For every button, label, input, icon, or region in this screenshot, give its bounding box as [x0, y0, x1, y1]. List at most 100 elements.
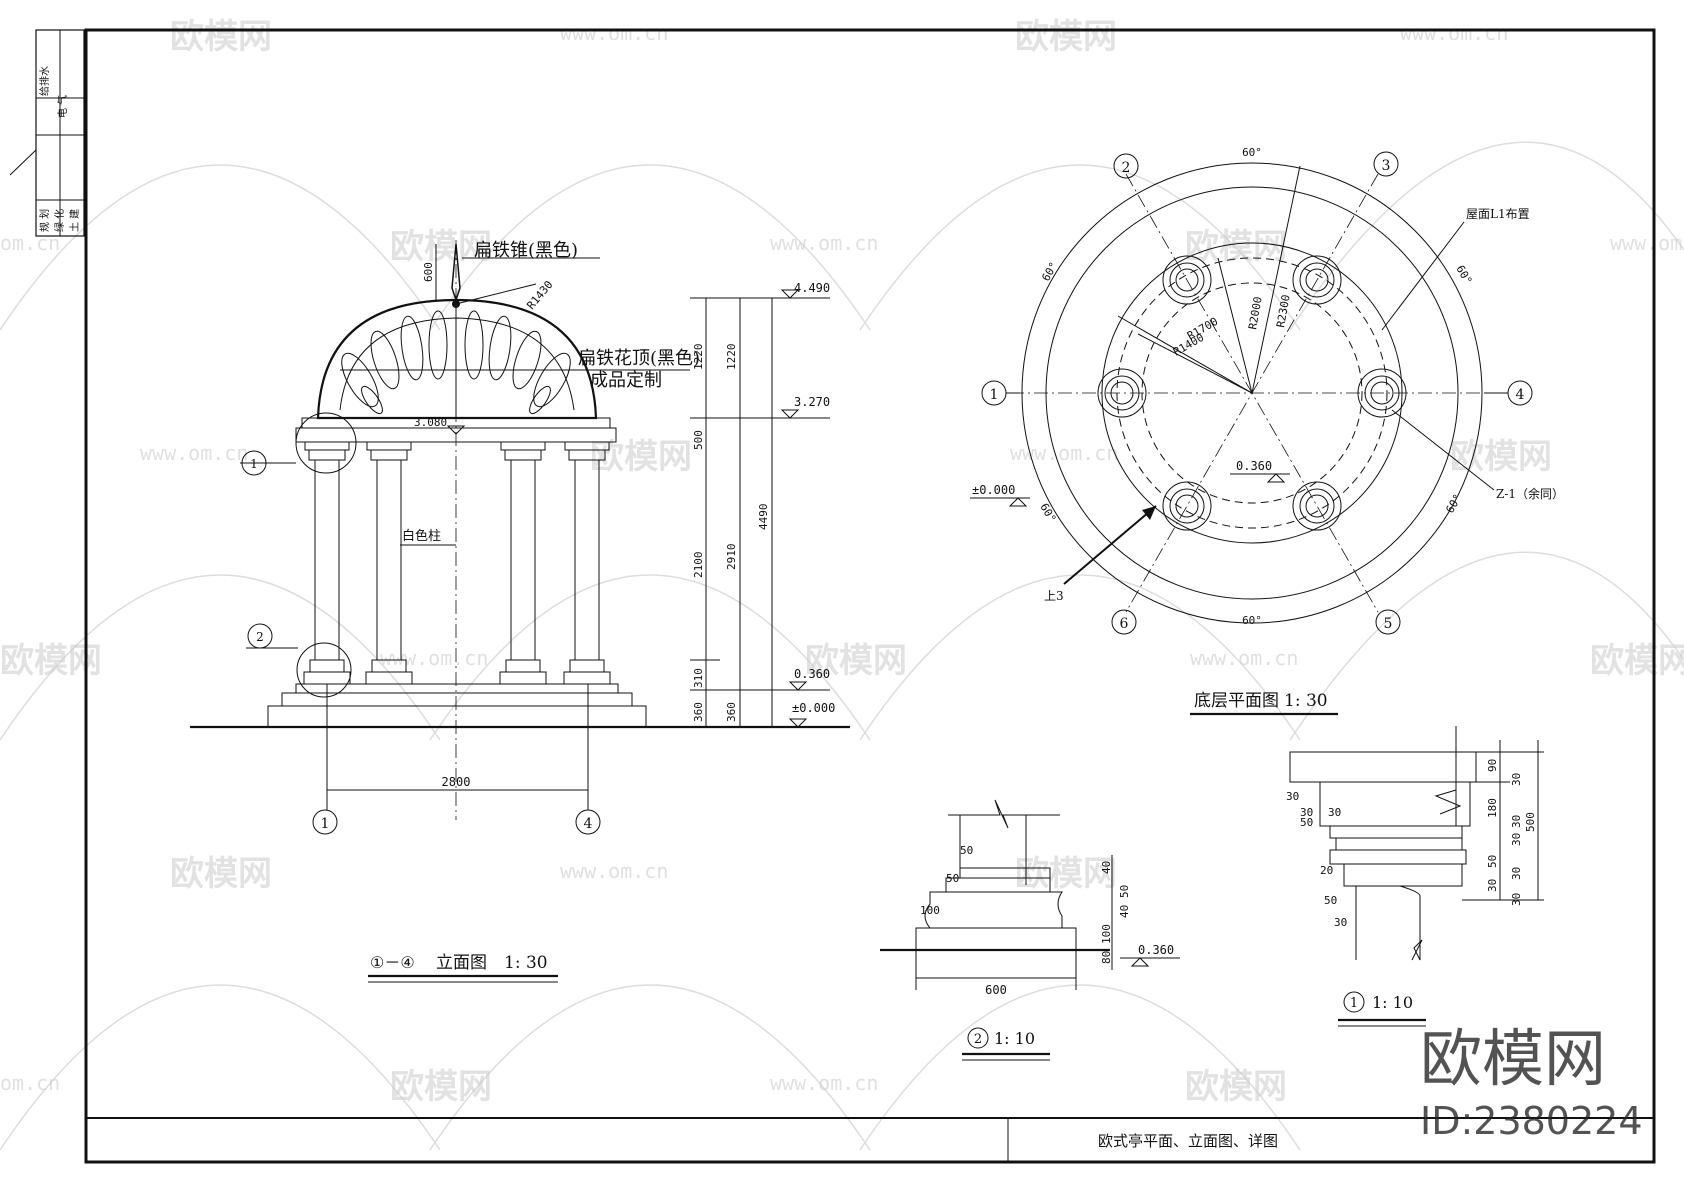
detail-2: 600 50 50 100 40 50 40 100 80 0.360 2 1:…: [880, 799, 1180, 1061]
plan-column: [1292, 255, 1342, 305]
plan-view: R1700 R1400 R2000 R2300 1 2 3 4 5 6 60° …: [970, 146, 1564, 716]
dim-label: 360: [725, 702, 738, 722]
column: [365, 441, 413, 685]
axis-bubble: [575, 809, 601, 835]
dim-label: 30: [1334, 916, 1347, 929]
roof-note: 屋面L1布置: [1466, 207, 1530, 221]
sheet-frame: 欧式亭平面、立面图、详图 给排水 电 气 规 划 绿 化 土 建: [9, 28, 1656, 1164]
elevation-view: 1 2 扁铁锥(黑色) 扁铁花顶(黑色) 成品定制 白色柱 R1430 600 …: [190, 240, 850, 983]
dim-label: 2910: [725, 544, 738, 571]
dim-label: 50: [946, 872, 959, 885]
side-cell: 电 气: [56, 95, 69, 118]
dim-label: 30: [1510, 815, 1523, 828]
base-step: [267, 705, 647, 728]
step-note: 上3: [1044, 589, 1064, 603]
detail-ref-number: 1: [1350, 996, 1358, 1011]
watermark-logo: 欧模网: [1185, 227, 1287, 267]
dim-label: 500: [692, 430, 705, 450]
level-label: 3.080: [414, 416, 447, 429]
watermark-logo: 欧模网: [170, 854, 272, 894]
detail-ref-number: 2: [974, 1032, 982, 1047]
dim-label: 90: [1486, 759, 1499, 772]
dome-note: 扁铁花顶(黑色): [578, 348, 700, 369]
watermark-url: www.om.cn: [770, 231, 878, 255]
plan-scale: 1: 30: [1284, 691, 1328, 711]
detail-1: 30 30 30 50 20 50 30 90 30 180 30 30 50 …: [1286, 726, 1544, 1027]
dim-label: 50: [1324, 894, 1337, 907]
dim-label: 30: [1300, 806, 1313, 819]
axis-label: 2: [1122, 160, 1131, 176]
watermark-logo: 欧模网: [390, 1067, 492, 1107]
axis-label: 1: [990, 387, 999, 403]
dim-label: 30: [1510, 773, 1523, 786]
watermark-url: www.om.cn: [560, 21, 668, 45]
dim-label: 50: [1486, 855, 1499, 868]
plan-column: [1357, 368, 1407, 418]
dim-label: 100: [1100, 924, 1113, 944]
watermark-arcs: [0, 141, 1684, 1151]
dim-label: 30: [1328, 806, 1341, 819]
watermark-layer: 欧模网 www.om.cn 欧模网 www.om.cn om.cn 欧模网 ww…: [0, 17, 1684, 1151]
detail-scale: 1: 10: [1372, 993, 1413, 1012]
watermark-url: www.om.cn: [140, 441, 248, 465]
dim-label: 1220: [725, 344, 738, 371]
level-marks: 4.490 3.270 3.080 0.360 ±0.000: [414, 281, 835, 728]
dome-note-sub: 成品定制: [590, 370, 662, 391]
plan-column: [1162, 481, 1212, 531]
side-cell: 规 划: [38, 209, 51, 232]
watermark-logo: 欧模网: [590, 437, 692, 477]
column: [563, 441, 611, 685]
side-cells: 给排水 电 气 规 划 绿 化 土 建: [38, 66, 81, 232]
detail-ref-number: 2: [256, 630, 264, 644]
watermark-brand-block: 欧模网 ID:2380224: [1420, 1022, 1643, 1143]
watermark-url: www.om.cn: [770, 1071, 878, 1095]
column-note: 白色柱: [402, 528, 441, 544]
plan-column: [1292, 481, 1342, 531]
axis-label: 5: [1384, 616, 1393, 632]
side-cell: 土 建: [68, 209, 81, 232]
watermark-logo: 欧模网: [1015, 17, 1117, 57]
dim-label: 30: [1510, 833, 1523, 846]
drawing-title: 欧式亭平面、立面图、详图: [1098, 1132, 1278, 1150]
span-label: 2800: [442, 775, 471, 789]
level-label: 3.270: [794, 395, 830, 409]
side-cell: 绿 化: [53, 209, 66, 232]
watermark-logo: 欧模网: [1590, 641, 1684, 681]
dim-label: 310: [692, 668, 705, 688]
watermark-url: www.om.cn: [1610, 231, 1684, 255]
watermark-url: om.cn: [0, 231, 60, 255]
spire-note: 扁铁锥(黑色): [474, 240, 578, 261]
vertical-dimensions: 600 1220 1220 500 2100 2910 4490 310 360…: [422, 244, 830, 728]
plan-column: [1097, 368, 1147, 418]
angle-label: 60°: [1453, 263, 1474, 287]
outer-border: [84, 28, 1656, 1164]
plan-column: [1162, 255, 1212, 305]
dim-label: 4490: [757, 504, 770, 531]
elevation-title-prefix: ①－④: [370, 953, 415, 972]
detail-callout-circle: [296, 642, 352, 698]
watermark-logo: 欧模网: [1015, 854, 1117, 894]
watermark-id: ID:2380224: [1420, 1099, 1643, 1143]
watermark-logo: 欧模网: [805, 641, 907, 681]
dim-label: 30: [1286, 790, 1299, 803]
column: [303, 441, 351, 685]
angle-label: 60°: [1037, 501, 1058, 525]
angle-label: 60°: [1039, 260, 1060, 284]
axis-label: 6: [1120, 616, 1129, 632]
watermark-url: www.om.cn: [560, 859, 668, 883]
elevation-scale: 1: 30: [504, 953, 548, 973]
angle-label: 60°: [1242, 146, 1262, 159]
dim-label: 50: [960, 844, 973, 857]
detail-ref-number: 1: [250, 457, 258, 471]
level-label: ±0.000: [792, 701, 835, 715]
level-label: 0.360: [1138, 943, 1174, 957]
plan-level-outside: ±0.000: [972, 483, 1015, 497]
watermark-logo: 欧模网: [170, 17, 272, 57]
watermark-url: www.om.cn: [1190, 646, 1298, 670]
base-platform: [295, 683, 619, 694]
axis-label: 4: [1516, 387, 1525, 403]
dim-label: 80: [1100, 951, 1113, 964]
watermark-logo: 欧模网: [1450, 437, 1552, 477]
plan-level-center: 0.360: [1236, 459, 1272, 473]
